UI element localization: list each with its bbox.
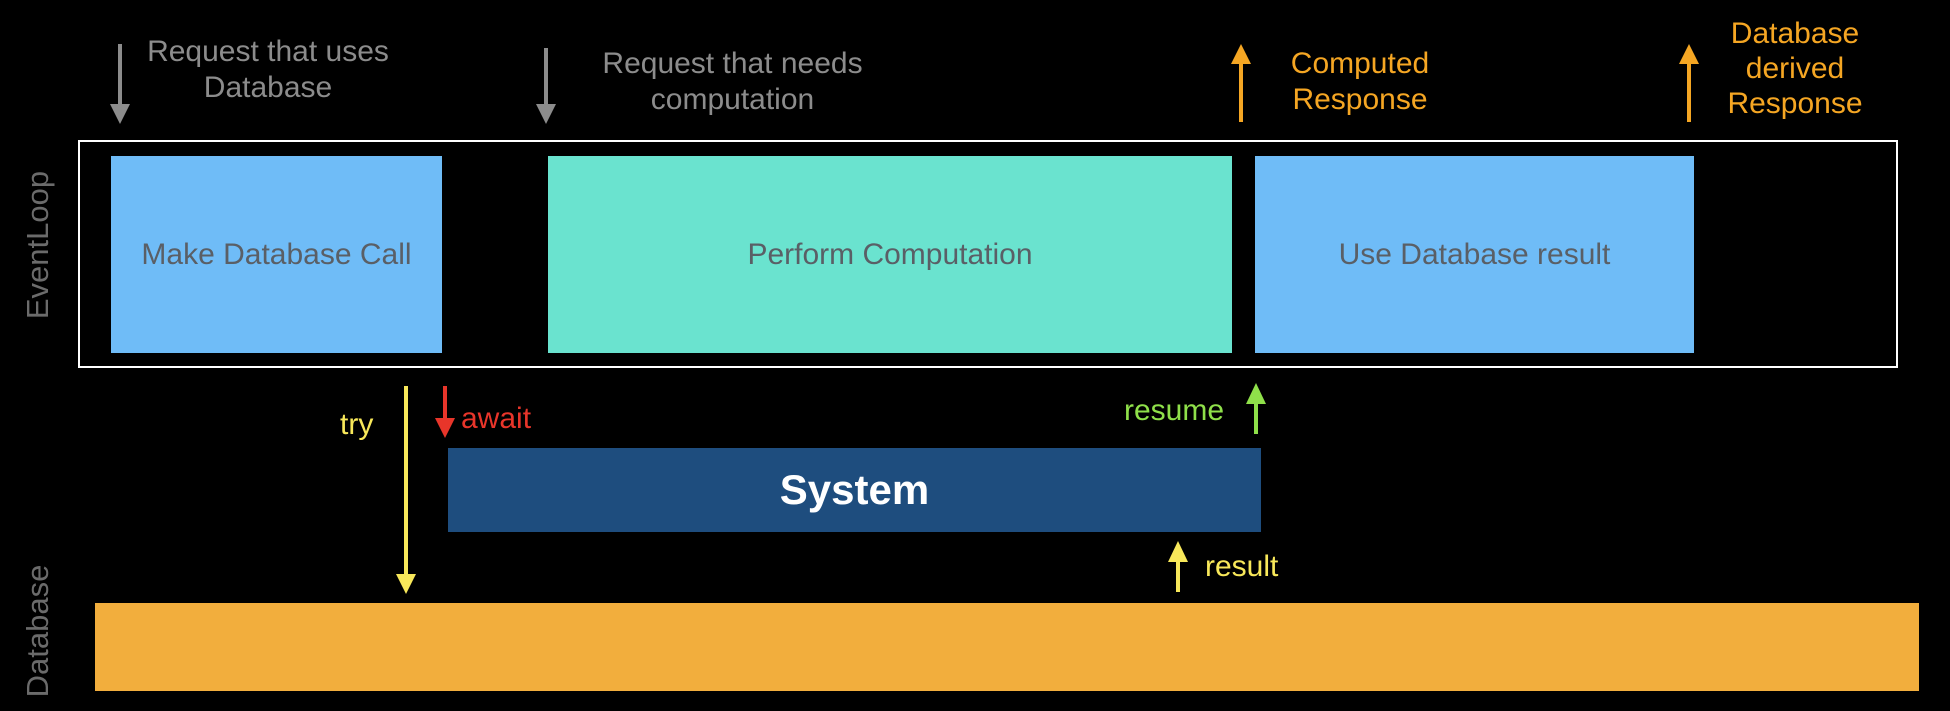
resume-label: resume [1124,394,1225,427]
perform-computation-label: Perform Computation [747,237,1033,271]
try-label: try [340,408,374,441]
db-request-line-2: Database [203,71,333,104]
await-label: await [461,402,532,435]
arrow-down-icon [435,386,455,438]
computed-response-label: Computed Response [1260,46,1460,118]
db-response-line-1: Database [1730,17,1860,50]
result-label: result [1205,550,1279,583]
perform-computation-box: Perform Computation [548,156,1232,353]
arrow-down-icon [396,386,416,594]
compute-request-line-2: computation [650,83,815,116]
db-response-line-3: Response [1727,87,1863,120]
arrow-down-icon [536,48,556,124]
database-bar [95,603,1919,691]
make-database-call-box: Make Database Call [111,156,442,353]
arrow-up-icon [1168,541,1188,592]
compute-request-line-1: Request that needs [602,47,863,80]
db-request-line-1: Request that uses [147,35,389,68]
computed-response-line-1: Computed [1290,47,1430,80]
db-response-label: Database derived Response [1700,16,1890,121]
eventloop-frame [78,140,1898,368]
use-database-result-label: Use Database result [1338,237,1611,271]
arrow-down-icon [110,44,130,124]
make-database-call-label: Make Database Call [141,237,412,271]
use-database-result-box: Use Database result [1255,156,1694,353]
system-label: System [779,466,930,513]
arrow-up-icon [1246,383,1266,434]
arrow-up-icon [1231,44,1251,122]
db-request-label: Request that uses Database [118,34,418,106]
arrow-up-icon [1679,44,1699,122]
system-box: System [448,448,1261,532]
compute-request-label: Request that needs computation [580,46,885,118]
db-response-line-2: derived [1745,52,1845,85]
computed-response-line-2: Response [1292,83,1428,116]
